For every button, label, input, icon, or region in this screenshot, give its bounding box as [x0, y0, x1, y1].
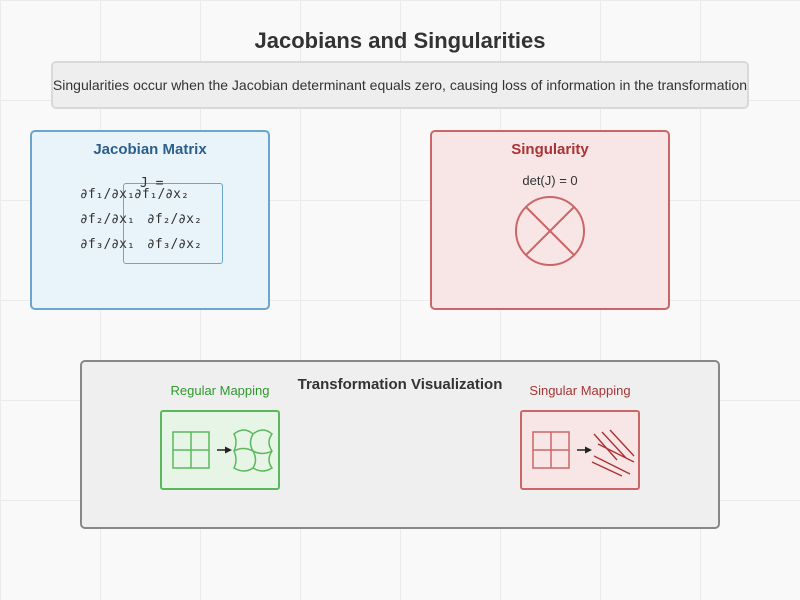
regular-mapping-label: Regular Mapping [170, 383, 270, 398]
jacobian-label: J = [140, 176, 164, 191]
singular-mapping-icon [532, 429, 635, 477]
matrix-cell: ∂f₁/∂x₂ [134, 187, 189, 202]
singular-mapping-label: Singular Mapping [529, 383, 631, 398]
cross-circle-icon [515, 196, 585, 266]
singular-mapping-box [520, 410, 640, 490]
page-title: Jacobians and Singularities [254, 28, 546, 53]
matrix-cell: ∂f₃/∂x₂ [147, 237, 202, 252]
singularity-panel [430, 130, 670, 310]
matrix-bracket [123, 183, 223, 264]
subtitle-banner [51, 61, 749, 109]
determinant-text: det(J) = 0 [522, 173, 578, 188]
regular-mapping-box [160, 410, 280, 490]
matrix-cell: ∂f₃/∂x₁ [80, 237, 135, 252]
matrix-cell: ∂f₂/∂x₂ [147, 212, 202, 227]
singularity-title: Singularity [511, 141, 589, 158]
matrix-cell: ∂f₂/∂x₁ [80, 212, 135, 227]
regular-mapping-icon [172, 429, 274, 472]
jacobian-panel [30, 130, 270, 310]
subtitle-text: Singularities occur when the Jacobian de… [52, 77, 748, 93]
visualization-title: Transformation Visualization [297, 376, 503, 393]
matrix-cell: ∂f₁/∂x₁ [80, 187, 135, 202]
jacobian-title: Jacobian Matrix [93, 141, 207, 158]
